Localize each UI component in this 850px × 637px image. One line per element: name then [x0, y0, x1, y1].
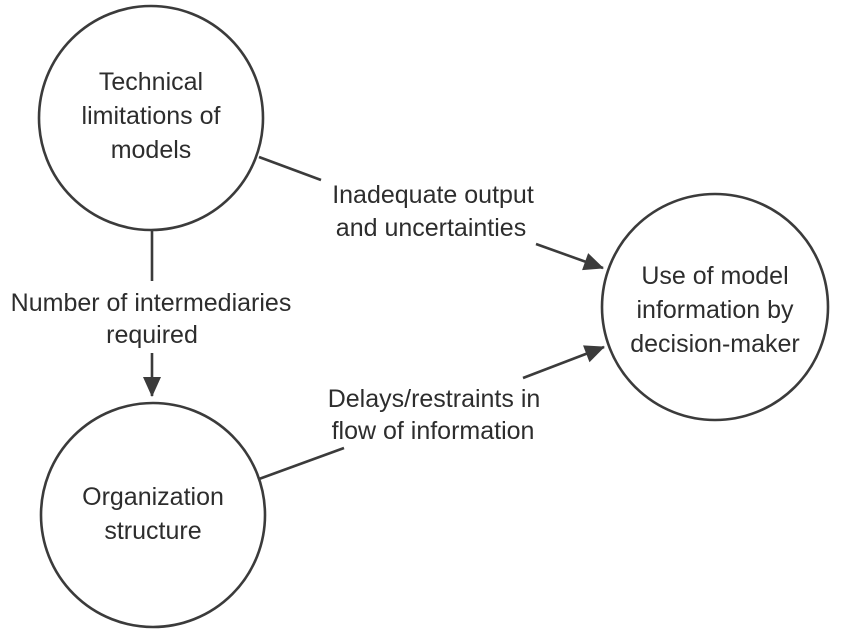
node-technical-limitations-circle: [37, 4, 265, 232]
edge-label-number-intermediaries-line: Number of intermediaries: [11, 289, 292, 317]
edge-label-inadequate-output-line: Inadequate output: [332, 181, 534, 209]
node-use-of-model-circle: [600, 192, 830, 422]
edge-label-delays-restraints-line: flow of information: [332, 417, 535, 445]
edge-label-delays-restraints-line: Delays/restraints in: [328, 385, 541, 413]
edge-label-inadequate-output-line: and uncertainties: [336, 214, 526, 242]
edge-organization-to-decision-maker-arrow: [522, 345, 605, 380]
node-technical-limitations-label-line: limitations of: [82, 102, 221, 130]
edge-technical-to-decision-maker-segment: [258, 155, 322, 182]
edge-label-number-intermediaries-line: required: [106, 321, 198, 349]
edge-layer: [143, 155, 605, 481]
node-technical-limitations-label-line: Technical: [99, 68, 203, 96]
node-use-of-model-label-line: Use of model: [641, 262, 788, 290]
node-organization-structure-circle: [39, 401, 267, 629]
node-organization-structure-label-line: structure: [104, 517, 201, 545]
node-organization-structure-label-line: Organization: [82, 483, 224, 511]
node-use-of-model-label-line: decision-maker: [630, 330, 800, 358]
edge-technical-to-decision-maker-arrow: [535, 242, 604, 271]
node-use-of-model-label-line: information by: [636, 296, 794, 324]
node-layer: [37, 4, 830, 629]
edge-organization-to-decision-maker-segment: [258, 446, 345, 481]
node-technical-limitations-label-line: models: [111, 136, 192, 164]
label-layer: Technical limitations of models Organiza…: [11, 68, 800, 545]
